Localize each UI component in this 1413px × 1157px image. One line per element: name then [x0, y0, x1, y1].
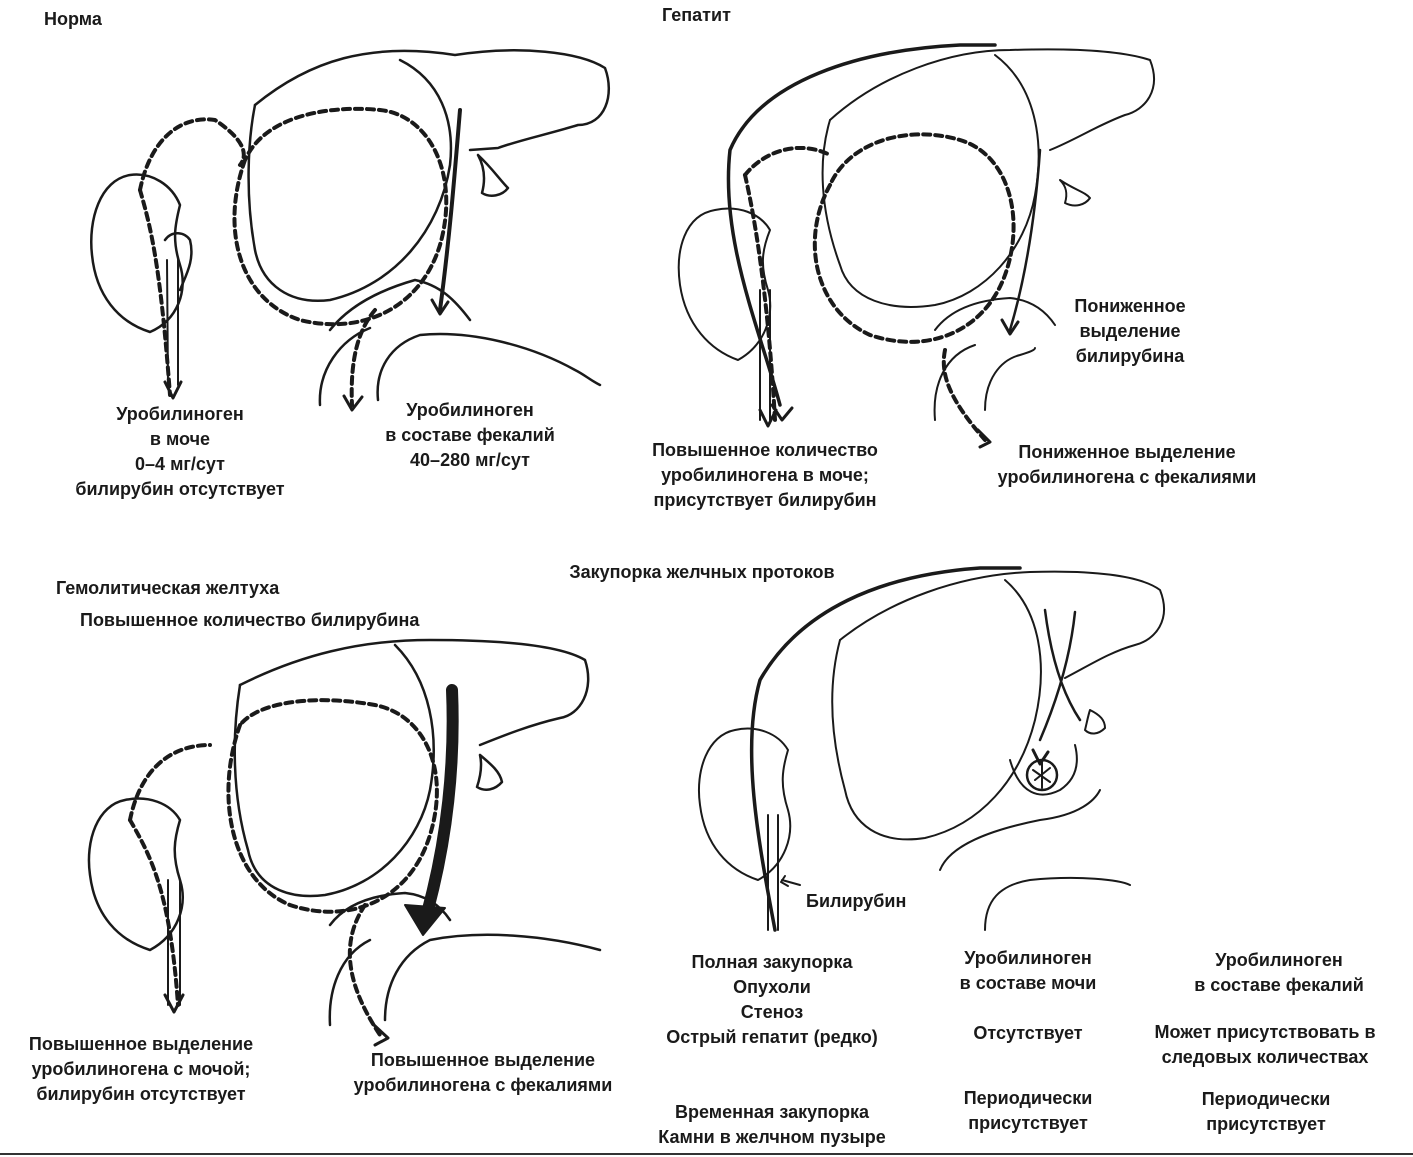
heavy-bilirubin-arrowhead	[404, 904, 446, 936]
bile-arrow	[1000, 318, 1020, 336]
bilirubin-pointer-tip	[780, 875, 789, 887]
normal-feces-label: Уробилиноген в составе фекалий 40–280 мг…	[385, 400, 555, 470]
panel-title-hemolytic: Гемолитическая желтуха	[56, 578, 280, 598]
gallbladder	[1059, 179, 1091, 207]
bottom-border-line	[0, 1153, 1413, 1155]
fecal-dashed	[941, 348, 987, 442]
obstruction-urine-temp: Периодически присутствует	[963, 1088, 1093, 1133]
obstruction-feces-header: Уробилиноген в составе фекалий	[1194, 950, 1364, 995]
enterohepatic-dashed	[138, 117, 246, 192]
intestine-upper	[328, 278, 472, 332]
feces-arrow	[372, 1023, 390, 1047]
intestine-lower	[933, 344, 1036, 421]
kidney	[677, 207, 772, 361]
panel-title-normal: Норма	[44, 9, 102, 29]
obstruction-causes: Полная закупорка Опухоли Стеноз Острый г…	[666, 952, 878, 1047]
panel-title-hepatitis: Гепатит	[662, 5, 731, 25]
feces-arrow	[976, 428, 992, 449]
hepatitis-feces-label: Пониженное выделение уробилиногена с фек…	[997, 442, 1257, 487]
bile-flow-solid	[1008, 148, 1042, 332]
portal-circulation-dashed	[812, 132, 1016, 344]
normal-urine-label: Уробилиноген в моче 0–4 мг/сут билирубин…	[75, 404, 285, 499]
hemolytic-urine-label: Повышенное выделение уробилиногена с моч…	[28, 1034, 254, 1104]
gallstone-pattern	[1032, 761, 1051, 789]
hemolytic-subtitle: Повышенное количество билирубина	[80, 610, 420, 630]
bile-arrow	[430, 298, 450, 316]
intestine-upper	[934, 297, 1056, 331]
portal-circulation-dashed	[226, 698, 439, 914]
enterohepatic-dashed	[128, 743, 212, 822]
bilirubin-systemic-solid	[749, 566, 1022, 932]
intestine-lower	[328, 933, 602, 1027]
obstruction-temporary: Временная закупорка Камни в желчном пузы…	[658, 1102, 886, 1147]
urine-arrow	[163, 380, 183, 400]
panel-title-obstruction: Закупорка желчных протоков	[569, 562, 835, 582]
urine-arrow-2	[770, 403, 794, 422]
ureter	[767, 814, 779, 931]
renal-dashed	[128, 818, 180, 1007]
liver-outline	[238, 638, 590, 747]
liver-inner-lobe	[233, 643, 435, 898]
liver-inner-lobe	[831, 579, 1042, 841]
renal-dashed	[138, 188, 172, 397]
liver-outline	[839, 570, 1165, 679]
bilirubin-systemic-solid	[726, 43, 997, 407]
hepatitis-bilirubin-label: Пониженное выделение билирубина	[1074, 296, 1186, 366]
fecal-dashed	[347, 903, 382, 1037]
obstruction-bilirubin-label: Билирубин	[806, 891, 907, 911]
bile-flow-solid	[438, 108, 462, 312]
gallbladder	[475, 753, 504, 791]
duodenum-upper	[1009, 744, 1078, 796]
hepatitis-urine-label: Повышенное количество уробилиногена в мо…	[652, 440, 878, 510]
urine-arrow	[758, 408, 778, 428]
liver-inner-lobe	[247, 58, 453, 303]
liver-outline	[253, 49, 610, 152]
enterohepatic-dashed	[743, 146, 832, 177]
portal-circulation-dashed	[232, 106, 449, 327]
ureter	[167, 879, 181, 1006]
bile-duct	[1038, 608, 1082, 742]
bilirubin-pointer	[781, 879, 801, 886]
ureter	[759, 289, 771, 421]
fecal-dashed	[349, 308, 377, 407]
renal-dashed	[743, 173, 777, 422]
bile-arrow	[1031, 748, 1050, 766]
liver-inner-lobe	[821, 54, 1040, 308]
gallbladder	[476, 153, 510, 197]
ureter	[166, 259, 180, 386]
gallbladder	[1084, 709, 1106, 735]
renal-pelvis	[163, 232, 193, 292]
heavy-bilirubin-flow	[419, 684, 459, 926]
obstruction-feces-temp: Периодически присутствует	[1201, 1089, 1331, 1134]
obstruction-feces-full: Может присутствовать в следовых количест…	[1154, 1022, 1376, 1067]
feces-arrow	[342, 394, 364, 412]
kidney	[698, 727, 792, 881]
hemolytic-feces-label: Повышенное выделение уробилиногена с фек…	[353, 1050, 613, 1095]
obstruction-urine-full: Отсутствует	[973, 1023, 1083, 1043]
urine-arrow	[163, 993, 185, 1014]
liver-outline	[829, 48, 1155, 151]
intestine-lower	[939, 789, 1131, 931]
obstruction-urine-header: Уробилиноген в составе мочи	[959, 948, 1097, 993]
